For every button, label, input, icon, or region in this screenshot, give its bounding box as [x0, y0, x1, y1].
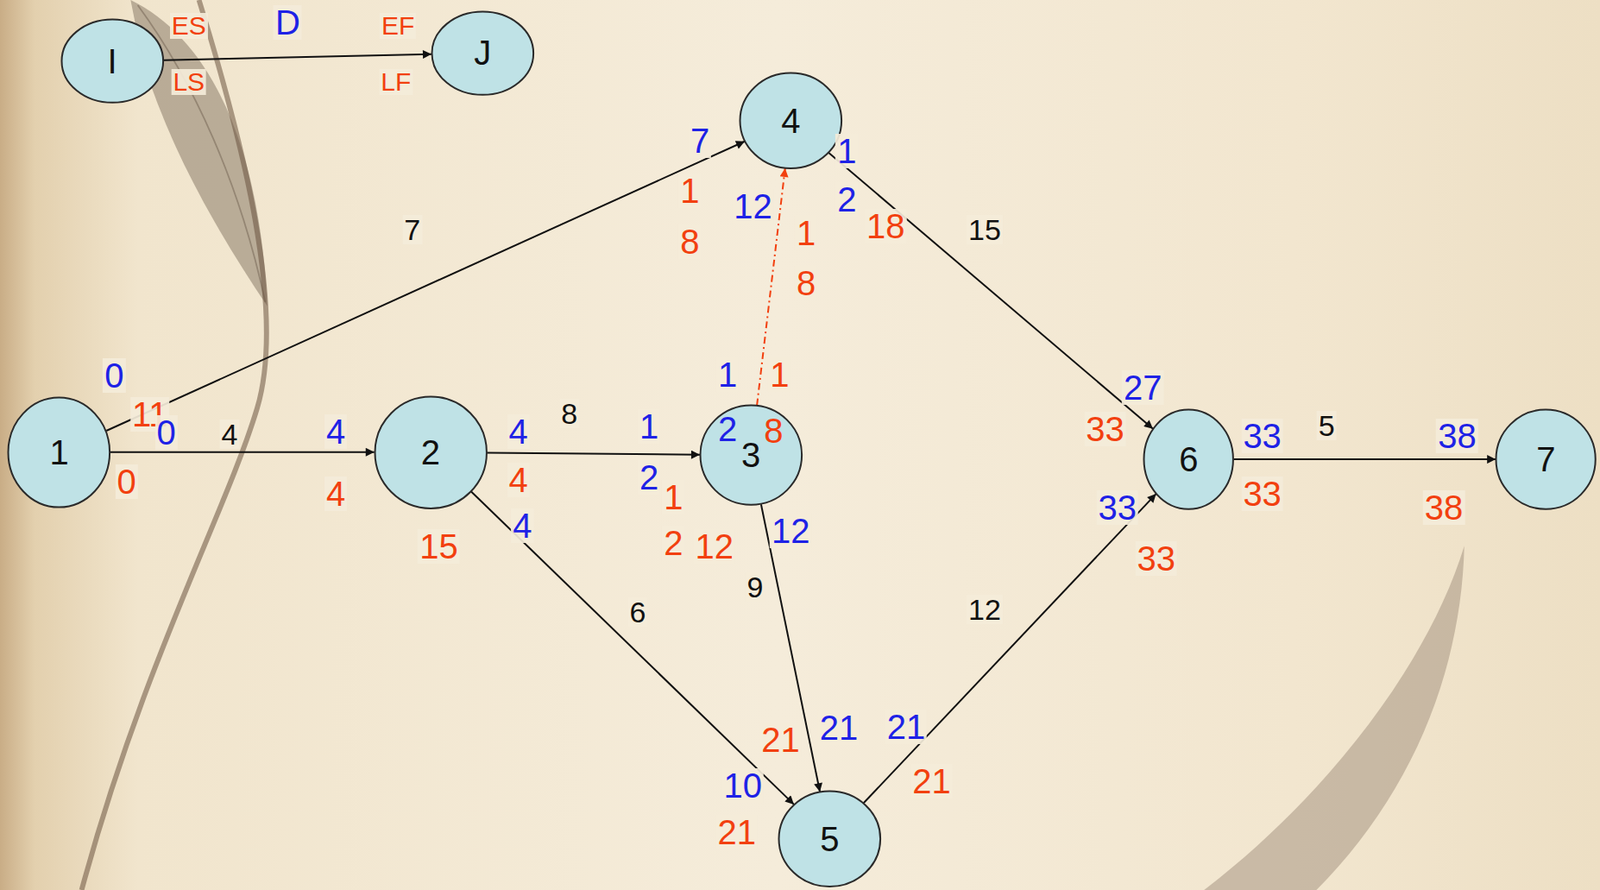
time-value: 12 — [692, 529, 736, 564]
activity-arrow — [106, 141, 745, 431]
time-value: 2 — [716, 411, 739, 447]
time-value: 38 — [1423, 490, 1466, 525]
event-node: 7 — [1494, 408, 1597, 511]
activity-arrow — [486, 452, 700, 454]
node-circle — [778, 791, 881, 888]
event-node: 2 — [373, 395, 488, 510]
node-number: 1 — [49, 434, 69, 471]
duration-label: 9 — [745, 572, 766, 602]
event-node: 4 — [738, 71, 844, 171]
node-circle — [61, 19, 164, 103]
time-value: 0 — [102, 358, 126, 393]
node-number: 7 — [1536, 440, 1556, 478]
activity-arrow — [110, 451, 375, 454]
event-node: I — [60, 18, 165, 104]
duration-label: 5 — [1316, 410, 1337, 441]
time-value: 15 — [417, 529, 460, 564]
time-value: 33 — [1240, 418, 1284, 454]
activity-arrow — [471, 491, 794, 805]
time-value: 2 — [661, 525, 685, 561]
node-number: 4 — [781, 102, 800, 139]
time-value: 4 — [324, 476, 347, 511]
time-value: 21 — [759, 722, 802, 757]
time-value: 4 — [507, 462, 530, 498]
time-value: 18 — [864, 208, 908, 244]
time-value: 4 — [507, 414, 530, 449]
event-node: 3 — [699, 403, 804, 506]
node-circle — [1496, 409, 1596, 509]
time-value: 33 — [1083, 411, 1127, 447]
activity-arrow — [828, 152, 1153, 429]
time-value: 1 — [716, 357, 739, 392]
event-node: 1 — [6, 396, 112, 509]
legend-key-text: EF — [379, 12, 416, 39]
time-value: 2 — [637, 459, 661, 495]
time-value: 1 — [661, 479, 685, 515]
node-circle — [740, 72, 843, 169]
node-circle — [1144, 409, 1234, 509]
time-value: 21 — [715, 814, 758, 850]
time-value: 21 — [818, 710, 861, 745]
time-value: 21 — [885, 709, 928, 744]
time-value: 1 — [678, 173, 701, 208]
legend-key-text: LF — [378, 69, 413, 95]
time-value: 1 — [637, 409, 661, 444]
time-value: 1 — [835, 133, 858, 169]
time-value: 4 — [324, 414, 347, 449]
legend-key-text: LS — [170, 69, 207, 95]
duration-label: 15 — [966, 214, 1003, 245]
time-value: 0 — [114, 464, 138, 499]
event-node: 5 — [777, 789, 882, 889]
time-value: 12 — [769, 513, 813, 549]
time-value: 33 — [1096, 490, 1139, 525]
leaf — [1203, 546, 1465, 890]
time-value: 27 — [1121, 370, 1165, 405]
activity-arrow — [863, 493, 1157, 803]
node-circle — [374, 396, 486, 508]
time-value: 1 — [768, 357, 791, 392]
duration-label: 6 — [628, 597, 649, 627]
time-value: 7 — [688, 123, 712, 158]
time-value: 12 — [731, 188, 775, 224]
time-value: 4 — [510, 508, 534, 543]
time-value: 33 — [1134, 541, 1178, 576]
activity-arrow — [1234, 458, 1497, 460]
time-value: 8 — [678, 224, 701, 259]
time-value: 2 — [835, 182, 858, 217]
time-value: 0 — [155, 415, 178, 450]
event-node: J — [430, 10, 536, 96]
time-value: 21 — [910, 763, 953, 799]
duration-label: 7 — [402, 214, 423, 245]
duration-label: D — [273, 5, 303, 40]
time-value: 1 — [794, 215, 818, 251]
node-number: J — [473, 34, 492, 71]
node-circle — [699, 405, 802, 505]
node-number: 2 — [421, 434, 441, 471]
time-value: 33 — [1240, 476, 1284, 511]
node-circle — [431, 11, 534, 95]
legend-key-text: ES — [170, 12, 208, 39]
duration-label: 12 — [966, 594, 1003, 624]
time-value: 38 — [1436, 418, 1479, 454]
activity-arrow — [163, 54, 432, 61]
time-value: 10 — [722, 768, 765, 803]
duration-label: 8 — [559, 398, 580, 429]
node-number: 5 — [819, 820, 839, 857]
node-number: I — [107, 43, 117, 80]
duration-label: 4 — [220, 419, 240, 449]
event-node: 6 — [1142, 408, 1235, 511]
node-number: 6 — [1178, 440, 1198, 478]
node-number: 3 — [741, 436, 761, 473]
time-value: 8 — [762, 413, 785, 448]
node-circle — [8, 396, 111, 507]
time-value: 8 — [794, 265, 818, 301]
